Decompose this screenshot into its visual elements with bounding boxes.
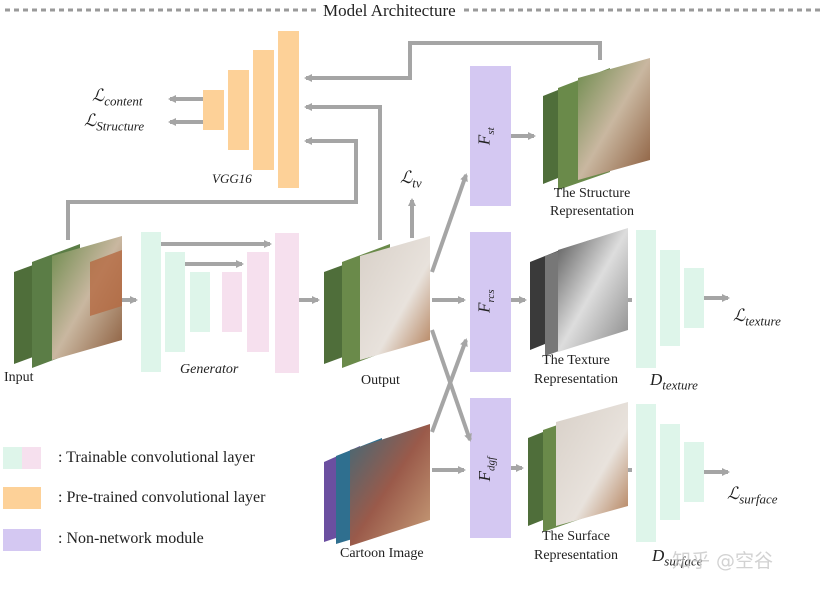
- surface-rep-caption-line1: The Surface: [541, 529, 611, 544]
- loss-texture-label: ℒtexture: [733, 306, 781, 329]
- cartoon-image-stack: [324, 424, 430, 546]
- input-image-stack: [14, 236, 122, 368]
- structure-image-stack: [543, 58, 650, 190]
- structure-rep-caption-line1: The Structure: [553, 186, 631, 201]
- legend-swatches: [3, 447, 41, 551]
- surface-discriminator: [636, 404, 704, 542]
- discriminator-surface-label: Dsurface: [652, 546, 703, 569]
- module-fdgf-label: Fdgf: [475, 456, 498, 482]
- loss-surface-label: ℒsurface: [727, 484, 778, 507]
- vgg16-layers: [203, 31, 299, 188]
- diagram-title: Model Architecture: [317, 1, 462, 21]
- legend-trainable: : Trainable convolutional layer: [58, 449, 255, 466]
- surface-image-stack: [528, 402, 628, 532]
- texture-image-stack: [530, 228, 628, 356]
- generator-caption: Generator: [180, 362, 239, 377]
- loss-content-label: ℒcontent: [92, 86, 143, 109]
- texture-rep-caption-line1: The Texture: [542, 353, 610, 368]
- legend-non-network: : Non-network module: [58, 530, 204, 547]
- output-caption: Output: [361, 373, 400, 388]
- input-caption: Input: [4, 370, 34, 385]
- module-fst-label: Fst: [474, 127, 498, 146]
- module-frcs-label: Frcs: [474, 289, 497, 313]
- module-frcs: [470, 232, 511, 372]
- output-image-stack: [324, 236, 430, 368]
- discriminator-texture-label: Dtexture: [650, 370, 698, 393]
- legend-pretrained: : Pre-trained convolutional layer: [58, 489, 266, 506]
- watermark: 知乎 @空谷: [672, 550, 774, 572]
- texture-discriminator: [636, 230, 704, 368]
- module-fdgf: [470, 398, 511, 538]
- loss-structure-label: ℒStructure: [84, 111, 145, 134]
- module-fst: [470, 66, 511, 206]
- connectors: [66, 41, 730, 476]
- texture-rep-caption-line2: Representation: [534, 372, 618, 387]
- structure-rep-caption-line2: Representation: [550, 204, 634, 219]
- surface-rep-caption-line2: Representation: [534, 548, 618, 563]
- vgg16-caption: VGG16: [212, 171, 252, 186]
- loss-tv-label: ℒtv: [400, 168, 422, 191]
- cartoon-image-caption: Cartoon Image: [340, 546, 424, 561]
- generator-layers: [141, 232, 299, 373]
